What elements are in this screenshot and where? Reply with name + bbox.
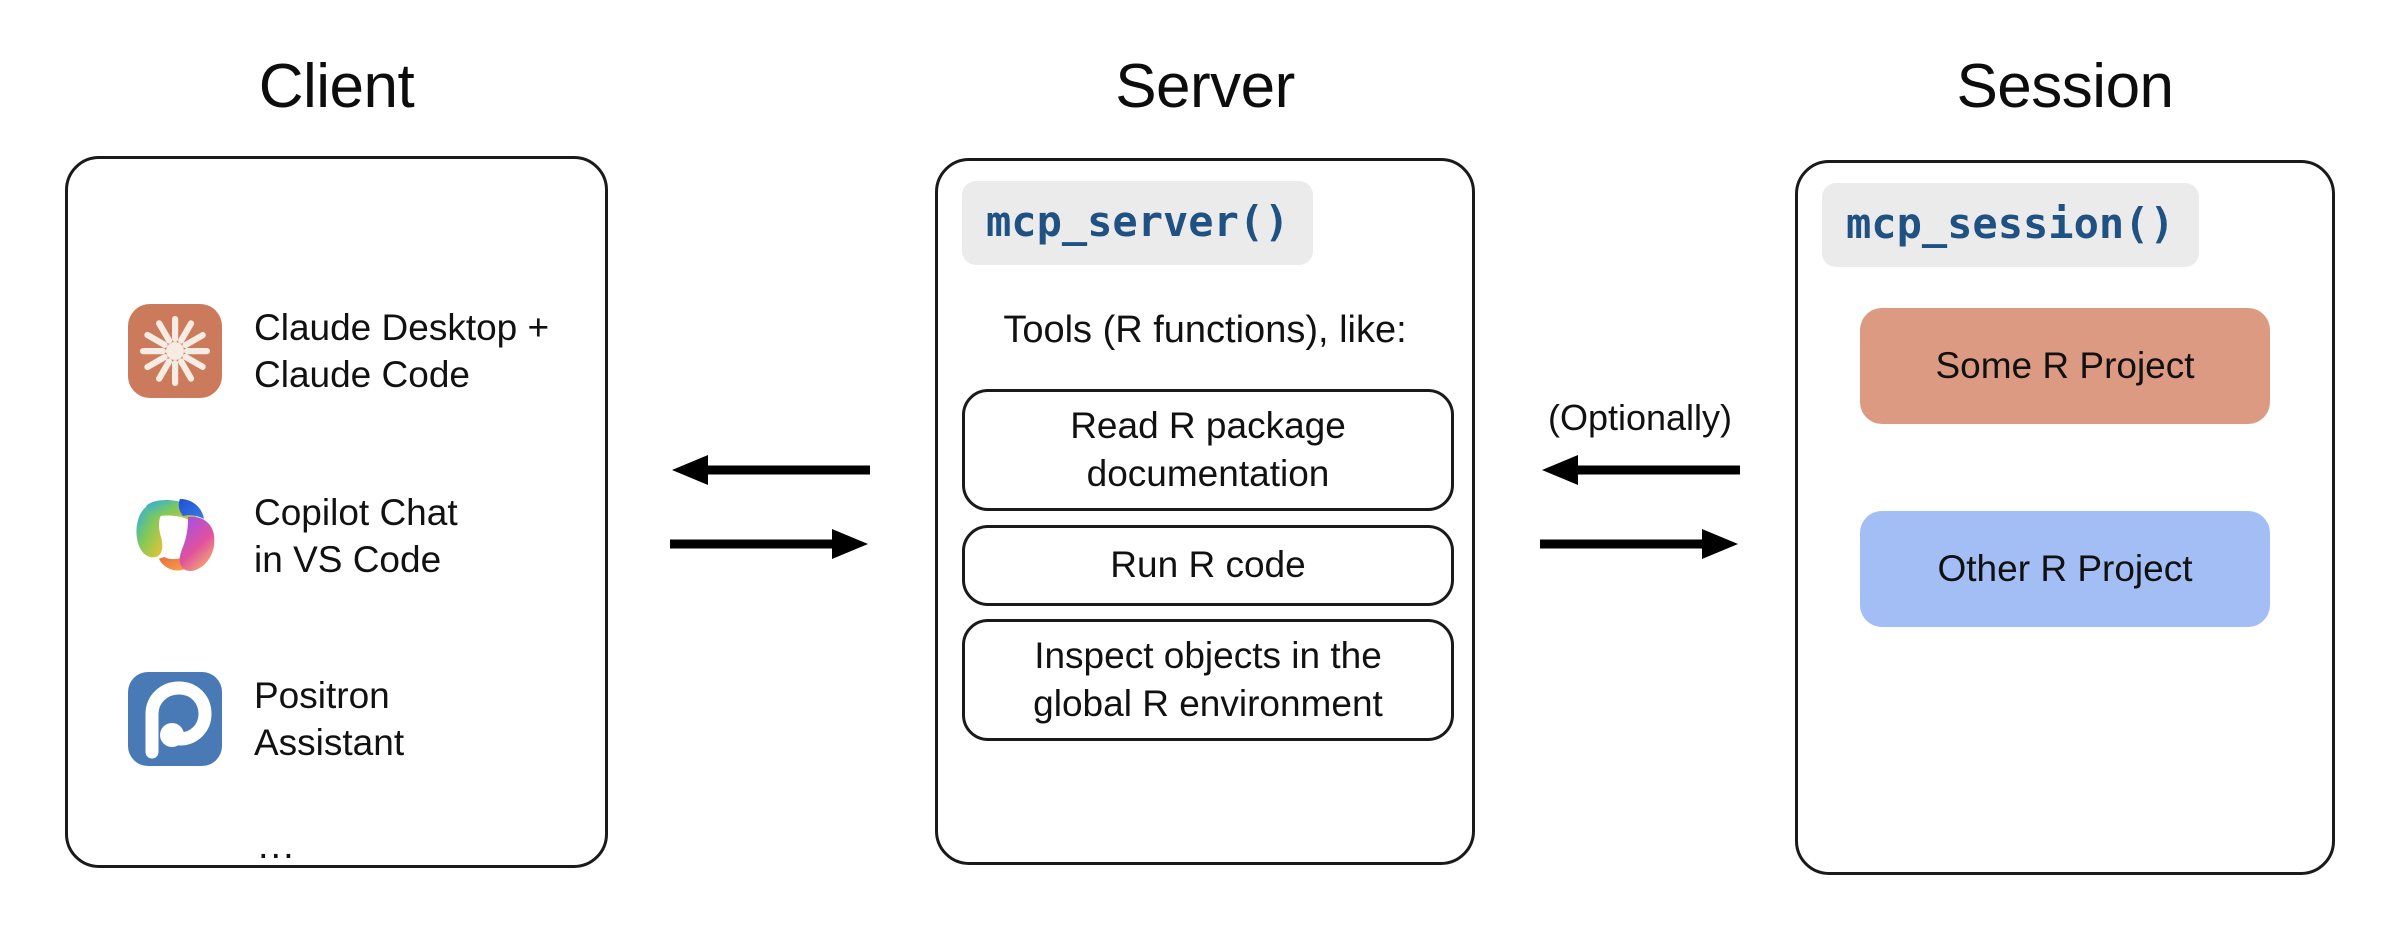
arrow-left-icon [672,455,870,485]
client-item-positron: Positron Assistant [128,672,404,767]
optionally-label: (Optionally) [1547,397,1733,438]
arrow-right-icon [670,529,868,559]
client-item-label: Positron Assistant [254,675,405,764]
client-item-label: Copilot Chat in VS Code [254,492,458,581]
project-box-some-r-project: Some R Project [1860,308,2270,424]
column-title-client: Client [258,52,415,121]
connector-client-server [670,455,870,559]
copilot-icon [128,489,222,583]
code-badge-mcp-server: mcp_server() [962,181,1314,265]
tool-box: Run R code [962,525,1454,606]
code-badge-mcp-session: mcp_session() [1822,183,2199,267]
client-item-copilot: Copilot Chat in VS Code [128,489,458,584]
panel-client: Claude Desktop + Claude Code [65,156,608,868]
client-item-label: Claude Desktop + Claude Code [254,307,550,396]
column-title-session: Session [1956,52,2174,121]
claude-icon [128,304,222,399]
tool-box: Inspect objects in the global R environm… [962,619,1454,741]
client-item-claude: Claude Desktop + Claude Code [128,304,549,399]
panel-server: mcp_server() Tools (R functions), like: … [935,158,1475,865]
arrow-right-icon [1540,529,1738,559]
tool-box: Read R package documentation [962,389,1454,511]
panel-session: mcp_session() Some R Project Other R Pro… [1795,160,2335,875]
arrow-left-icon [1542,455,1740,485]
connector-server-session [1540,455,1740,559]
tools-caption: Tools (R functions), like: [1003,309,1407,351]
positron-icon [128,672,222,767]
client-list-ellipsis: ... [258,825,296,867]
project-box-other-r-project: Other R Project [1860,511,2270,627]
column-title-server: Server [1115,52,1295,121]
